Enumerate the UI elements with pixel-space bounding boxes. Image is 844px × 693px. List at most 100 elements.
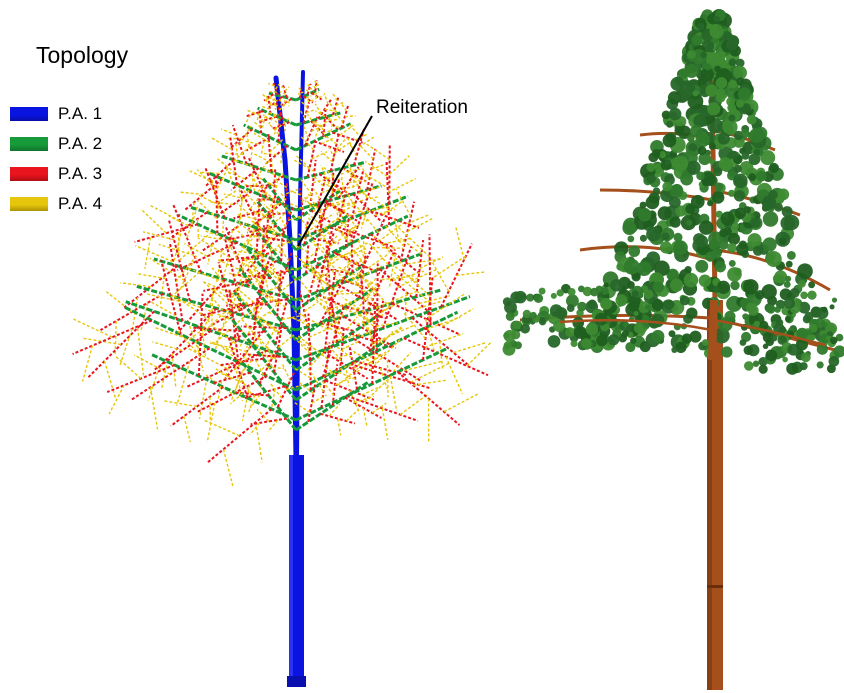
branch-segment	[367, 253, 390, 269]
foliage-cluster	[781, 206, 793, 218]
branch-segment	[336, 228, 353, 243]
branch-segment	[260, 284, 284, 295]
foliage-cluster	[638, 301, 651, 314]
foliage-cluster	[743, 345, 754, 355]
branch-segment	[237, 213, 256, 220]
branch-segment	[152, 330, 212, 372]
branch-segment	[406, 274, 431, 298]
branch-segment	[289, 202, 303, 210]
branch-segment	[289, 316, 307, 323]
branch-segment	[340, 206, 358, 229]
foliage-cluster	[668, 107, 682, 121]
foliage-cluster	[696, 22, 705, 31]
branch-segment	[310, 241, 328, 257]
branch-segment	[253, 132, 270, 143]
foliage-cluster	[643, 289, 654, 299]
foliage-cluster	[743, 279, 759, 295]
foliage-cluster	[749, 127, 765, 143]
foliage-cluster	[746, 145, 753, 152]
branch-segment	[324, 213, 335, 220]
branch-segment	[263, 266, 278, 276]
foliage-cluster	[799, 362, 808, 371]
foliage-cluster	[779, 288, 792, 301]
foliage-cluster	[816, 361, 824, 369]
branch-segment	[257, 257, 271, 293]
branch-segment	[387, 177, 416, 194]
branch-segment	[249, 394, 261, 409]
branch-segment	[268, 226, 277, 240]
branch-segment	[313, 175, 324, 187]
branch-segment	[348, 208, 364, 217]
branch-segment	[262, 293, 273, 303]
branch-segment	[305, 82, 311, 87]
branch-segment	[136, 327, 145, 376]
foliage-cluster	[715, 210, 723, 218]
branch-segment	[279, 98, 283, 106]
branch-segment	[265, 181, 275, 188]
branch-segment	[364, 160, 388, 177]
foliage-cluster	[746, 114, 757, 125]
foliage-cluster	[728, 114, 736, 122]
foliage-cluster	[698, 152, 711, 166]
foliage-cluster	[639, 201, 647, 209]
pa1-trunk-base	[287, 676, 306, 687]
branch-segment	[389, 376, 398, 412]
foliage-cluster	[723, 227, 732, 236]
branch-segment	[329, 279, 342, 296]
branch-segment	[159, 276, 165, 306]
foliage-cluster	[708, 142, 716, 150]
topology-tree	[72, 70, 493, 687]
foliage-cluster	[659, 241, 673, 254]
foliage-cluster	[743, 361, 754, 371]
branch-segment	[158, 243, 195, 257]
foliage-cluster	[668, 330, 676, 338]
branch-segment	[371, 246, 404, 250]
branch-segment	[324, 116, 340, 132]
foliage-cluster	[667, 173, 674, 180]
foliage-cluster	[713, 15, 720, 23]
branch-segment	[82, 337, 122, 346]
branch-segment	[144, 237, 152, 269]
branch-segment	[72, 319, 153, 355]
foliage-cluster	[728, 259, 736, 267]
foliage-cluster	[520, 323, 531, 334]
foliage-cluster	[796, 327, 808, 340]
branch-segment	[136, 272, 167, 280]
branch-segment	[354, 132, 369, 141]
branch-segment	[304, 87, 309, 93]
branch-segment	[330, 199, 345, 205]
branch-segment	[344, 365, 350, 386]
branch-segment	[310, 99, 316, 102]
branch-segment	[324, 251, 356, 261]
foliage-cluster	[716, 280, 731, 294]
legend-item-pa1: P.A. 1	[10, 104, 150, 134]
branch-segment	[250, 219, 263, 230]
branch-segment	[348, 180, 367, 184]
branch-segment	[357, 238, 367, 263]
branch-segment	[297, 232, 306, 239]
foliage-cluster	[733, 190, 746, 202]
branch-segment	[320, 379, 335, 396]
branch-segment	[323, 92, 329, 105]
branch-segment	[253, 307, 265, 328]
foliage-cluster	[646, 226, 661, 242]
branch-segment	[371, 402, 387, 414]
foliage-cluster	[835, 333, 844, 342]
branch-segment	[154, 326, 188, 340]
branch-segment	[204, 159, 235, 188]
branch-segment	[209, 201, 234, 206]
branch-segment	[314, 103, 323, 115]
foliage-cluster	[695, 259, 709, 273]
branch-segment	[298, 188, 305, 216]
foliage-cluster	[505, 311, 515, 321]
foliage-cluster	[686, 219, 693, 226]
foliage-cluster	[789, 287, 800, 298]
foliage-cluster	[681, 333, 693, 344]
branch-segment	[279, 90, 287, 96]
branch-segment	[369, 338, 402, 371]
branch-segment	[325, 361, 357, 376]
branch-segment	[308, 87, 314, 90]
foliage-cluster	[669, 216, 681, 228]
branch-segment	[315, 227, 334, 293]
branch-segment	[223, 363, 231, 382]
